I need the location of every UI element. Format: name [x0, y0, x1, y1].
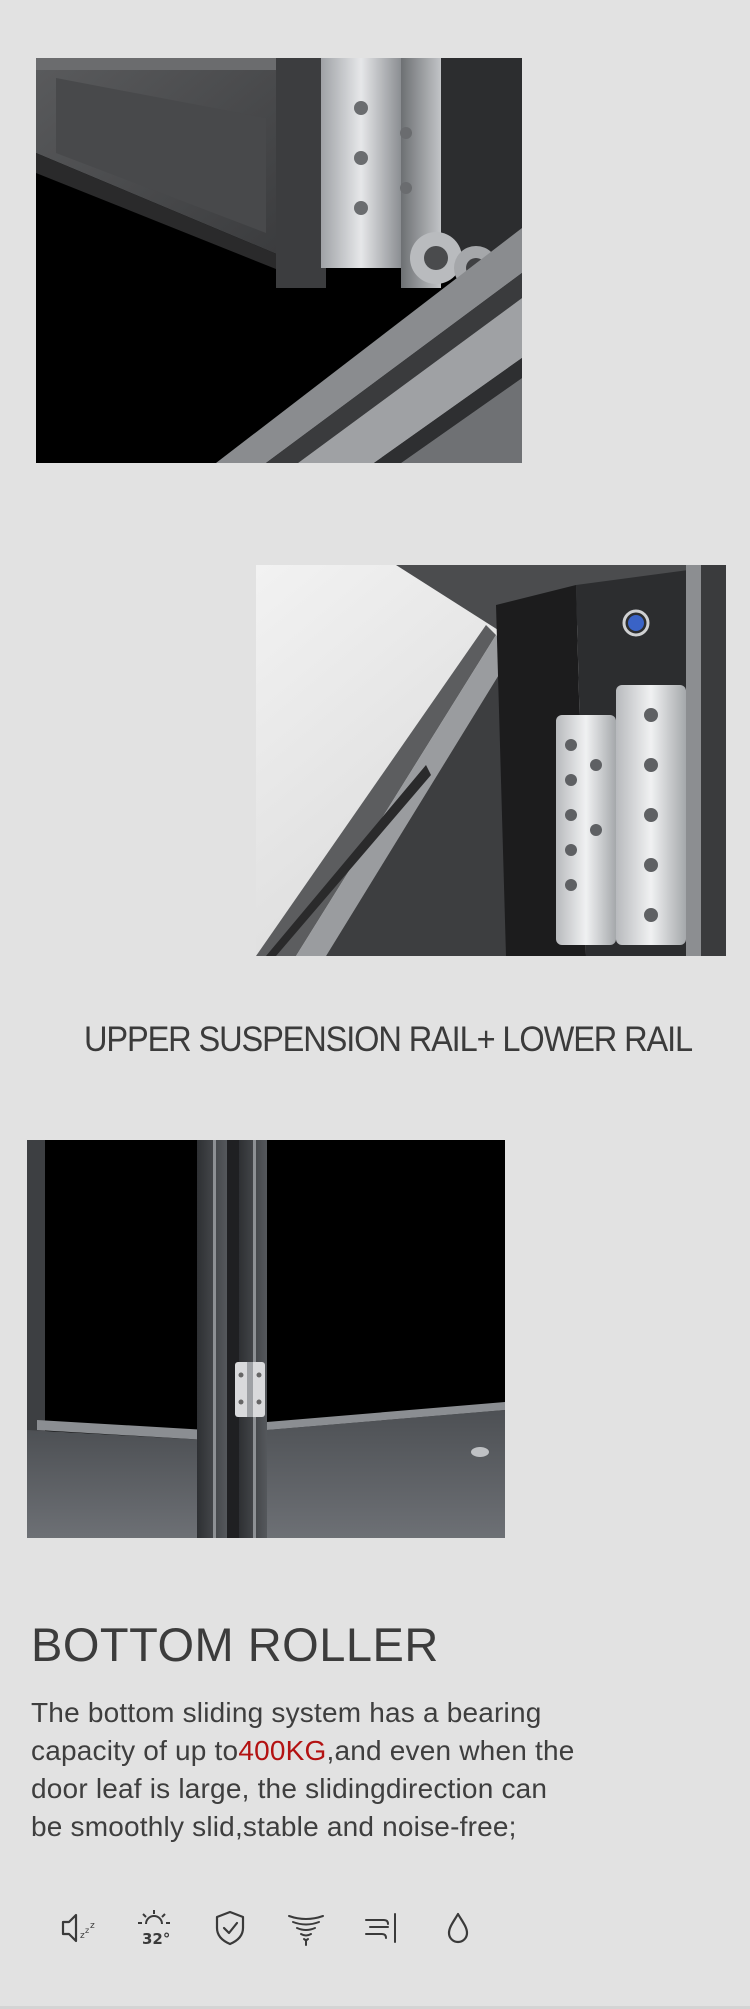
feature-icon-row: z z z 32°: [40, 1905, 496, 1951]
hinge-photo: [256, 565, 726, 956]
description-line-3: door leaf is large, the slidingdirection…: [31, 1770, 711, 1808]
safety-shield-icon: [192, 1905, 268, 1951]
waterproof-icon: [420, 1905, 496, 1951]
description-text: ,and even when the: [326, 1735, 575, 1766]
bottom-roller-description: The bottom sliding system has a bearing …: [31, 1694, 711, 1846]
description-text: The bottom sliding system has a bearing: [31, 1697, 542, 1728]
bearing-capacity-highlight: 400KG: [238, 1735, 327, 1766]
description-text: door leaf is large, the slidingdirection…: [31, 1773, 548, 1804]
description-line-4: be smoothly slid,stable and noise-free;: [31, 1808, 711, 1846]
description-line-1: The bottom sliding system has a bearing: [31, 1694, 711, 1732]
description-text: be smoothly slid,stable and noise-free;: [31, 1811, 517, 1842]
description-line-2: capacity of up to400KG,and even when the: [31, 1732, 711, 1770]
bottom-roller-heading: BOTTOM ROLLER: [31, 1618, 439, 1671]
bottom-roller-photo: [36, 58, 522, 463]
temperature-label: 32°: [142, 1930, 170, 1948]
sound-insulation-icon: z z z: [40, 1905, 116, 1951]
svg-text:z: z: [90, 1921, 95, 1931]
airtightness-icon: [344, 1905, 420, 1951]
heat-insulation-icon: 32°: [116, 1905, 192, 1951]
svg-text:z: z: [85, 1926, 89, 1935]
folding-door-photo: [27, 1140, 505, 1538]
svg-text:z: z: [80, 1931, 85, 1941]
wind-resistance-icon: [268, 1905, 344, 1951]
page-bottom-divider: [0, 2006, 750, 2009]
rail-section-heading: UPPER SUSPENSION RAIL+ LOWER RAIL: [84, 1020, 693, 1059]
description-text: capacity of up to: [31, 1735, 239, 1766]
